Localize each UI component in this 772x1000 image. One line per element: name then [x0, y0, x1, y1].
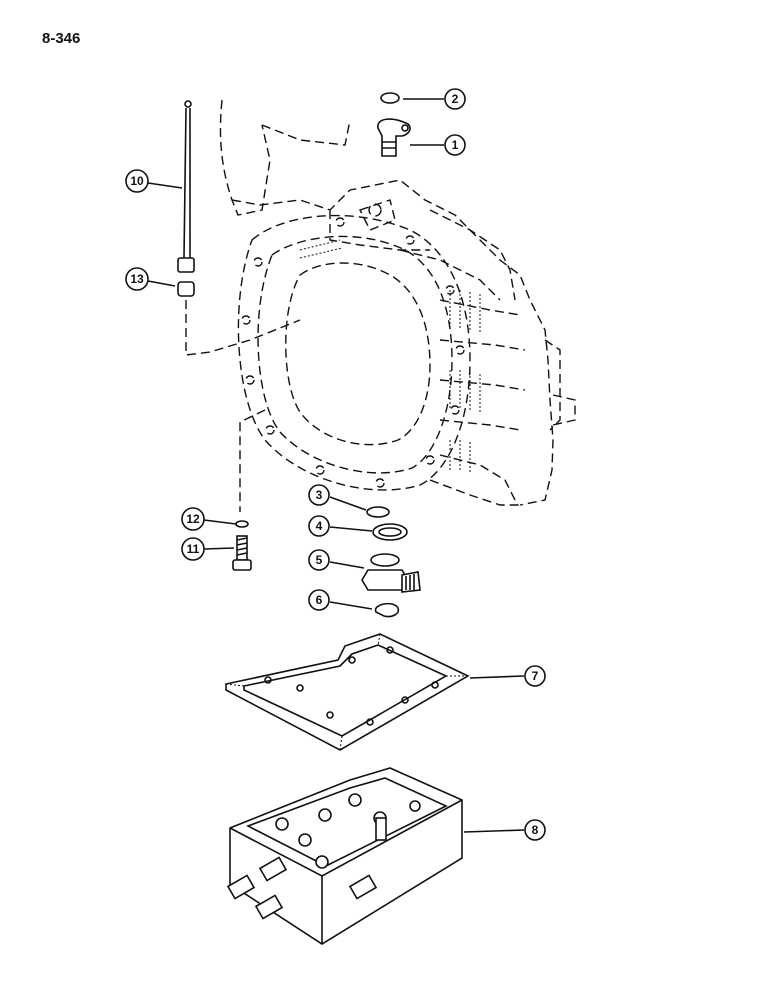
callout-1-label: 1	[452, 138, 459, 152]
callout-8-label: 8	[532, 823, 539, 837]
callout-12-label: 12	[186, 512, 200, 526]
callout-10: 10	[125, 169, 183, 193]
dipstick-rod	[177, 100, 195, 273]
valve-cover-block	[226, 767, 463, 945]
callout-6-label: 6	[316, 593, 323, 607]
callout-3-label: 3	[316, 488, 323, 502]
callout-4-label: 4	[316, 519, 323, 533]
callout-7-label: 7	[532, 669, 539, 683]
bolt-washer	[235, 520, 249, 528]
o-ring	[366, 506, 390, 518]
dipstick-nut	[177, 281, 195, 297]
snap-ring	[374, 602, 400, 618]
callout-6: 6	[308, 589, 373, 611]
mounting-bolt	[232, 535, 252, 571]
callout-5: 5	[308, 549, 365, 571]
cap-plug	[380, 92, 400, 104]
callout-5-label: 5	[316, 553, 323, 567]
callout-12: 12	[181, 507, 237, 531]
callout-4: 4	[308, 515, 373, 537]
transmission-housing	[219, 99, 576, 506]
callout-13-label: 13	[130, 272, 144, 286]
dipstick-leader-line	[185, 300, 301, 356]
callout-11-label: 11	[187, 542, 200, 556]
drain-plug-hex	[361, 553, 421, 593]
callout-3: 3	[308, 484, 367, 511]
callout-13: 13	[125, 267, 176, 291]
breather-fitting	[377, 118, 411, 157]
sealing-washer	[372, 523, 408, 541]
callout-2: 2	[403, 88, 466, 110]
callout-11: 11	[181, 537, 235, 561]
callout-2-label: 2	[452, 92, 459, 106]
callout-7: 7	[469, 665, 546, 687]
callout-10-label: 10	[130, 174, 144, 188]
page-number: 8-346	[42, 30, 81, 47]
bolt-leader-line	[239, 409, 266, 512]
callout-1: 1	[410, 134, 466, 156]
housing-flange	[237, 214, 471, 491]
callout-8: 8	[463, 819, 546, 841]
gasket	[225, 633, 470, 751]
